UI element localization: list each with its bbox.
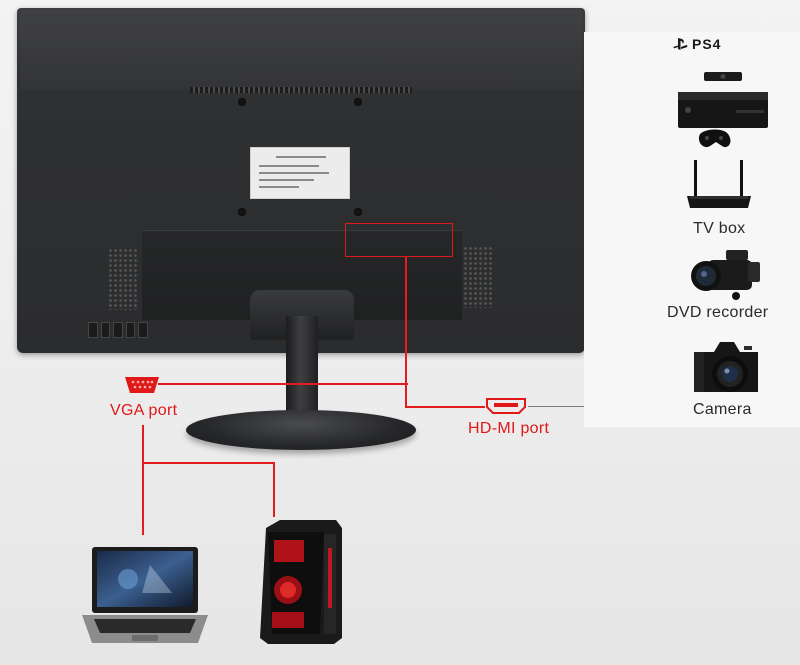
vga-line-laptop-vertical xyxy=(142,425,144,535)
camcorder-icon xyxy=(686,244,768,307)
playstation-icon xyxy=(673,38,688,50)
vga-port-label: VGA port xyxy=(110,402,178,419)
ps4-logo-text: PS4 xyxy=(692,36,722,52)
vga-port-icon xyxy=(123,375,161,400)
hdmi-port-label: HD-MI port xyxy=(468,420,550,437)
mount-screw xyxy=(354,208,362,216)
mount-screw xyxy=(238,208,246,216)
dslr-camera-icon xyxy=(690,338,762,403)
hdmi-line-vertical xyxy=(405,257,407,407)
xbox-console-icon xyxy=(676,72,772,157)
vga-line-split xyxy=(142,462,274,464)
monitor-control-buttons[interactable] xyxy=(88,322,148,340)
device-label-dvd-recorder: DVD recorder xyxy=(667,304,769,321)
stand-neck xyxy=(286,316,318,428)
mount-screw xyxy=(238,98,246,106)
control-button[interactable] xyxy=(100,322,111,338)
desktop-tower-icon xyxy=(250,518,350,651)
control-button[interactable] xyxy=(138,322,148,338)
control-button[interactable] xyxy=(88,322,98,338)
laptop-icon xyxy=(80,545,210,652)
device-line-horizontal xyxy=(528,406,588,407)
monitor-top-panel xyxy=(20,10,582,90)
control-button[interactable] xyxy=(113,322,123,338)
device-label-camera: Camera xyxy=(693,401,752,418)
control-button[interactable] xyxy=(125,322,136,338)
mount-screw xyxy=(354,98,362,106)
hdmi-port-icon xyxy=(485,397,527,420)
vga-line-desktop-vertical xyxy=(273,462,275,517)
side-vent-right xyxy=(463,246,493,308)
hdmi-line-horizontal xyxy=(405,406,485,408)
spec-label-sticker xyxy=(250,147,350,199)
side-vent-left xyxy=(108,248,138,310)
vga-line-horizontal xyxy=(158,383,408,385)
device-label-tv-box: TV box xyxy=(693,220,746,237)
monitor-top-vent xyxy=(190,87,412,93)
stand-base xyxy=(186,410,416,450)
tv-box-icon xyxy=(684,158,754,215)
ps4-logo: PS4 xyxy=(672,36,721,52)
port-highlight-box xyxy=(345,223,453,257)
